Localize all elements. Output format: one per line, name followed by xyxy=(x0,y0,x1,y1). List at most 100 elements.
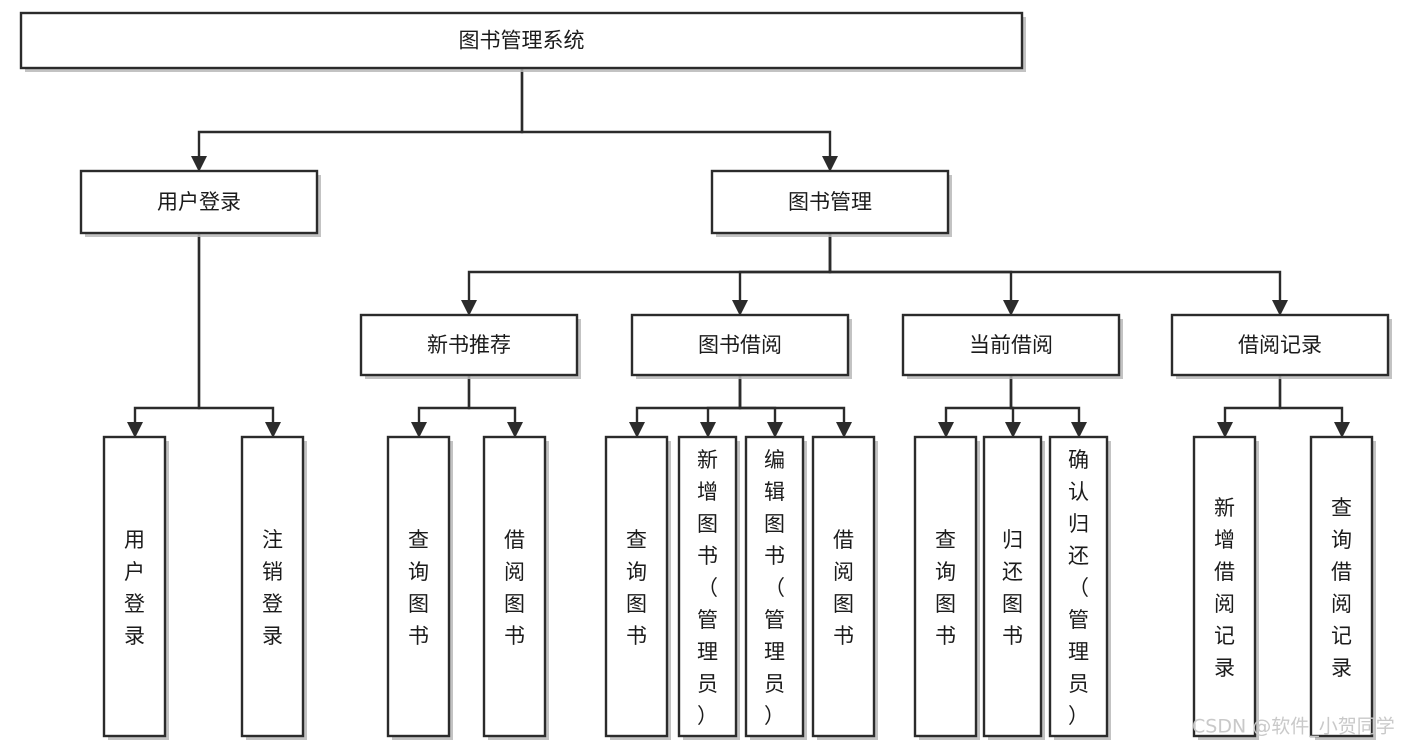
csdn-watermark: CSDN @软件_小贺同学 xyxy=(1192,716,1395,738)
node-leaf-user-login[interactable]: 用户登录 xyxy=(102,435,169,740)
connector-leaf-user-login xyxy=(127,233,201,438)
connector-user-login xyxy=(191,68,524,172)
node-leaf-current-return-book[interactable]: 归还图书 xyxy=(982,435,1045,740)
node-box[interactable] xyxy=(1192,435,1257,738)
node-leaf-borrow-add-book[interactable]: 新增图书（管理员） xyxy=(677,435,740,740)
arrow-head-icon xyxy=(822,156,838,172)
connector-leaf-borrow-borrow-book xyxy=(738,375,852,438)
arrow-head-icon xyxy=(1003,300,1019,316)
arrow-head-icon xyxy=(1272,300,1288,316)
connector-leaf-borrow-add-book xyxy=(700,375,742,438)
node-box[interactable] xyxy=(677,435,738,738)
node-box[interactable] xyxy=(482,435,547,738)
node-label: 用户登录 xyxy=(157,190,241,214)
node-box[interactable] xyxy=(240,435,305,738)
connector-layer xyxy=(127,68,1350,438)
connector-line xyxy=(1009,375,1081,424)
connector-book-borrow xyxy=(732,233,832,316)
node-label: 借阅图书 xyxy=(504,528,525,648)
node-box[interactable] xyxy=(901,313,1121,377)
connector-line xyxy=(1278,375,1344,424)
node-label: 注销登录 xyxy=(262,528,283,648)
node-leaf-borrow-borrow-book[interactable]: 借阅图书 xyxy=(811,435,878,740)
node-box[interactable] xyxy=(604,435,669,738)
connector-line xyxy=(467,233,832,302)
connector-leaf-recommend-query-book xyxy=(411,375,471,438)
node-box[interactable] xyxy=(913,435,978,738)
node-borrow-record[interactable]: 借阅记录 xyxy=(1170,313,1392,379)
node-box[interactable] xyxy=(19,11,1024,70)
node-leaf-record-query-record[interactable]: 查询借阅记录 xyxy=(1309,435,1376,740)
node-label: 编辑图书（管理员） xyxy=(764,448,785,728)
node-current-borrow[interactable]: 当前借阅 xyxy=(901,313,1123,379)
node-label: 归还图书 xyxy=(1002,528,1023,648)
node-box[interactable] xyxy=(744,435,805,738)
node-new-book-recommend[interactable]: 新书推荐 xyxy=(359,313,581,379)
connector-line xyxy=(197,68,524,158)
node-leaf-logout-login[interactable]: 注销登录 xyxy=(240,435,307,740)
node-layer: 图书管理系统用户登录图书管理新书推荐图书借阅当前借阅借阅记录用户登录注销登录查询… xyxy=(19,11,1392,740)
arrow-head-icon xyxy=(732,300,748,316)
connector-line xyxy=(635,375,742,424)
connector-leaf-recommend-borrow-book xyxy=(467,375,523,438)
arrow-head-icon xyxy=(700,422,716,438)
node-leaf-borrow-query-book[interactable]: 查询图书 xyxy=(604,435,671,740)
node-box[interactable] xyxy=(811,435,876,738)
node-book-borrow[interactable]: 图书借阅 xyxy=(630,313,852,379)
node-label: 借阅图书 xyxy=(833,528,854,648)
connector-leaf-borrow-edit-book xyxy=(738,375,783,438)
arrow-head-icon xyxy=(1005,422,1021,438)
node-leaf-current-query-book[interactable]: 查询图书 xyxy=(913,435,980,740)
node-root[interactable]: 图书管理系统 xyxy=(19,11,1026,72)
connector-line xyxy=(520,68,832,158)
node-label: 图书借阅 xyxy=(698,333,782,357)
node-box[interactable] xyxy=(102,435,167,738)
connector-leaf-borrow-query-book xyxy=(629,375,742,438)
node-label: 查询借阅记录 xyxy=(1331,496,1352,680)
node-box[interactable] xyxy=(630,313,850,377)
connector-line xyxy=(1223,375,1282,424)
node-box[interactable] xyxy=(386,435,451,738)
arrow-head-icon xyxy=(1071,422,1087,438)
node-box[interactable] xyxy=(1170,313,1390,377)
connector-line xyxy=(944,375,1013,424)
arrow-head-icon xyxy=(836,422,852,438)
node-label: 查询图书 xyxy=(935,528,956,648)
connector-line xyxy=(197,233,275,424)
connector-new-book-recommend xyxy=(461,233,832,316)
arrow-head-icon xyxy=(191,156,207,172)
node-leaf-current-confirm-return[interactable]: 确认归还（管理员） xyxy=(1048,435,1111,740)
connector-line xyxy=(738,375,846,424)
node-book-management[interactable]: 图书管理 xyxy=(710,169,952,237)
connector-line xyxy=(738,375,777,424)
node-box[interactable] xyxy=(710,169,950,235)
connector-leaf-logout-login xyxy=(197,233,281,438)
node-box[interactable] xyxy=(1309,435,1374,738)
node-box[interactable] xyxy=(359,313,579,377)
node-box[interactable] xyxy=(1048,435,1109,738)
connector-line xyxy=(738,233,832,302)
arrow-head-icon xyxy=(1334,422,1350,438)
node-label: 图书管理 xyxy=(788,190,872,214)
node-user-login[interactable]: 用户登录 xyxy=(79,169,321,237)
node-leaf-recommend-borrow-book[interactable]: 借阅图书 xyxy=(482,435,549,740)
node-label: 新增图书（管理员） xyxy=(697,448,718,728)
node-box[interactable] xyxy=(79,169,319,235)
connector-line xyxy=(828,233,1282,302)
node-label: 图书管理系统 xyxy=(459,29,585,53)
node-leaf-recommend-query-book[interactable]: 查询图书 xyxy=(386,435,453,740)
connector-line xyxy=(828,233,1013,302)
connector-line xyxy=(417,375,471,424)
node-label: 查询图书 xyxy=(408,528,429,648)
node-leaf-record-add-record[interactable]: 新增借阅记录 xyxy=(1192,435,1259,740)
connector-leaf-current-return-book xyxy=(1005,375,1021,438)
node-label: 确认归还（管理员） xyxy=(1068,448,1089,728)
connector-line xyxy=(706,375,742,424)
connector-current-borrow xyxy=(828,233,1019,316)
connector-leaf-current-query-book xyxy=(938,375,1013,438)
node-leaf-borrow-edit-book[interactable]: 编辑图书（管理员） xyxy=(744,435,807,740)
arrow-head-icon xyxy=(938,422,954,438)
node-label: 新书推荐 xyxy=(427,333,511,357)
node-box[interactable] xyxy=(982,435,1043,738)
